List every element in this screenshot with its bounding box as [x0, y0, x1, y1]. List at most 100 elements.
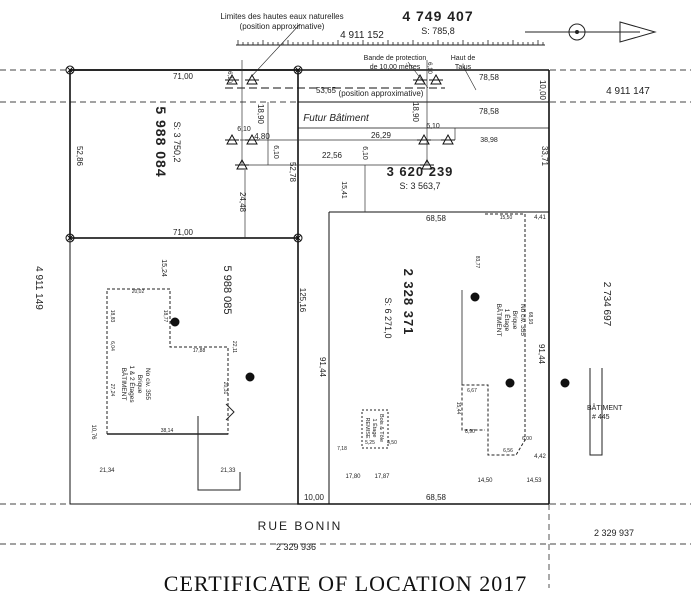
dim-91-44-r: 91,44 [537, 344, 546, 365]
dim-4-80: 4,80 [254, 132, 270, 141]
arrow-dot [575, 30, 579, 34]
lot-far-left: 4 911 149 [33, 266, 44, 310]
building-main-label-4: No civ. 355 [519, 304, 526, 336]
building-main-outline [461, 213, 526, 456]
label-talus: Haut de [451, 55, 476, 62]
dim-125-16: 125,16 [298, 288, 307, 313]
lot-top-strip: 4 911 152 [340, 30, 384, 41]
dim-4-42: 4,42 [534, 454, 546, 460]
corner-marker-c [293, 233, 303, 243]
lot-main-area: S: 6 271,0 [383, 297, 393, 338]
triangle-marker-9 [235, 158, 249, 170]
dim-21-34: 21,34 [99, 468, 115, 474]
dim-20-31: 20,31 [222, 382, 228, 395]
lot-left-bottom-number: 5 988 085 [221, 266, 233, 315]
street-name: RUE BONIN [258, 519, 343, 533]
dim-52-78: 52,78 [288, 162, 297, 183]
document-caption: CERTIFICATE OF LOCATION 2017 [163, 571, 528, 596]
dim-6-10-d: 6,10 [426, 123, 440, 130]
dim-10-00-tr: 10,00 [538, 80, 547, 101]
lot-far-right: 2 734 697 [601, 282, 612, 327]
dim-15-24: 15,24 [160, 259, 167, 277]
dim-38-14: 38,14 [161, 428, 174, 434]
corner-marker-n [293, 65, 303, 75]
label-high-water-note: (position approximative) [240, 22, 325, 31]
triangle-marker-10 [420, 158, 434, 170]
building-left-label-2: 1 & 2 Étages [128, 365, 137, 403]
dim-17-80: 17,80 [345, 474, 361, 480]
building-left-label-4: No civ. 355 [144, 368, 151, 400]
label-high-water: Limites des hautes eaux naturelles [220, 12, 343, 21]
dim-22-56: 22,56 [322, 151, 343, 160]
building-left-label-1: BÂTIMENT [120, 368, 129, 401]
dim-83-77: 83,77 [474, 256, 480, 269]
lot-5988085-outline [69, 237, 299, 505]
dim-6-56: 6,56 [503, 448, 513, 454]
dim-20-02: 20,02 [132, 289, 145, 295]
dim-14-50: 14,50 [477, 478, 493, 484]
lot-road: 2 329 936 [276, 542, 316, 552]
dim-53-65: 53,65 [316, 86, 337, 95]
lot-main-number: 2 328 371 [401, 269, 416, 336]
shed-label-2: 1 Étage [371, 419, 378, 438]
dim-6-04: 6,04 [109, 341, 115, 351]
leader-high-water [249, 23, 301, 79]
leader-talus [462, 65, 477, 91]
dim-6-10-b: 6,10 [426, 62, 432, 74]
high-water-ticks [237, 40, 544, 45]
triangle-marker-5 [225, 133, 239, 145]
building-labels: BÂTIMENT 1 Étage Brique No civ. 355 BÂTI… [120, 304, 623, 442]
buildings [106, 213, 603, 491]
dim-18-90-a: 18,90 [256, 104, 265, 125]
lot-north-area: S: 785,8 [421, 26, 455, 36]
dim-21-33: 21,33 [220, 468, 236, 474]
dim-22-11: 22,11 [231, 341, 237, 353]
dim-6-10-c: 6,10 [237, 126, 251, 133]
dim-8-90: 8,90 [465, 429, 475, 435]
setback-lines [240, 60, 456, 238]
leader-lines [249, 23, 477, 91]
dim-6-10-a: 6,10 [226, 71, 232, 83]
dim-15-44: 15,44 [455, 402, 461, 415]
dim-17-88: 17,88 [193, 348, 206, 354]
shed-outline [361, 409, 389, 449]
dim-26-29: 26,29 [371, 131, 392, 140]
dim-78-58-a: 78,58 [479, 73, 500, 82]
corner-markers [65, 65, 570, 388]
triangle-marker-4 [429, 73, 443, 85]
stake-marker-left [170, 317, 180, 327]
dim-52-86: 52,86 [75, 146, 84, 167]
stake-marker-left-2 [245, 372, 255, 382]
arrow-circle [568, 23, 586, 41]
dim-10-76: 10,76 [90, 424, 96, 440]
label-protection-band: Bande de protection [364, 55, 427, 62]
dim-71-00-mid: 71,00 [173, 228, 194, 237]
lot-left-top-number: 5 988 084 [153, 106, 169, 177]
high-water-line [236, 40, 545, 46]
dim-7-18: 7,18 [337, 446, 347, 452]
leader-protection-band [407, 61, 429, 89]
stake-marker-east [560, 378, 570, 388]
dim-4-41: 4,41 [534, 215, 546, 221]
lot-left-top-area: S: 3 750,2 [172, 121, 182, 162]
label-protection-band-2: de 10,00 mètres [370, 64, 421, 71]
lot-center-area: S: 3 563,7 [399, 181, 440, 191]
dim-33-71: 33,71 [540, 146, 549, 167]
parcel-lines [69, 69, 550, 505]
dim-18-83: 18,83 [109, 310, 115, 323]
label-talus-2: Talus [455, 64, 472, 71]
dim-71-00-top: 71,00 [173, 72, 194, 81]
lot-right-top: 4 911 147 [606, 86, 650, 97]
dim-17-87: 17,87 [374, 474, 390, 480]
lot-5988084-outline [69, 69, 299, 239]
dim-78-58-b: 78,58 [479, 107, 500, 116]
building-main-label-3: Brique [511, 311, 518, 330]
dimension-labels: 71,00 71,00 52,86 53,65 78,58 78,58 10,0… [75, 62, 549, 502]
neighbour-building-label-2: # 445 [592, 414, 610, 421]
lot-north-number: 4 749 407 [402, 8, 473, 24]
dim-24-48: 24,48 [238, 192, 247, 213]
stake-marker-main [470, 292, 480, 302]
shed-label-3: Bois & Tôle [378, 414, 384, 442]
neighbour-building-label-1: BÂTIMENT [587, 403, 623, 412]
